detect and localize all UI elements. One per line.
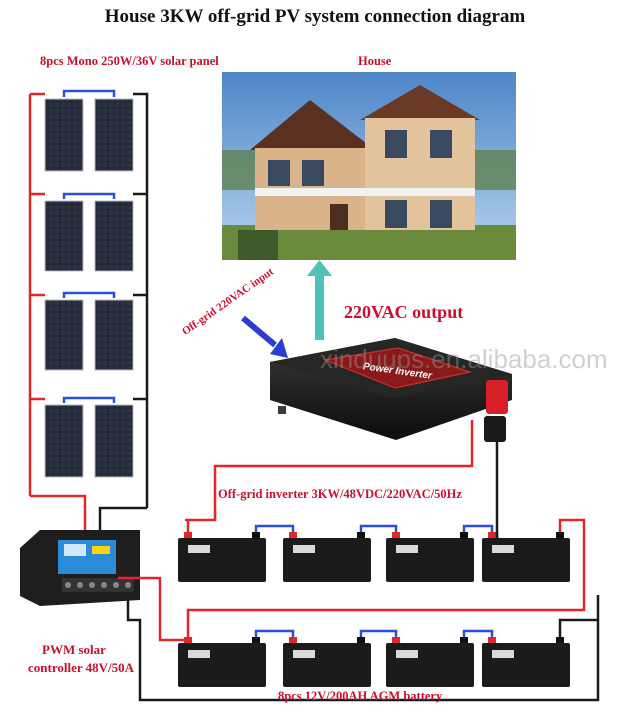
solar-panel [94, 98, 134, 172]
grid-input-arrow [241, 315, 288, 358]
battery-terminal-negative [484, 416, 506, 442]
battery-label: 8pcs 12V/200AH AGM battery [278, 689, 443, 703]
controller-label-line1: PWM solar [42, 642, 106, 657]
charge-controller [20, 530, 140, 606]
solar-panel [44, 299, 84, 371]
watermark: xinduups.en.alibaba.com [320, 344, 608, 374]
controller-battery-positive-cable [118, 576, 185, 642]
solar-panel [94, 200, 134, 272]
battery [283, 637, 371, 687]
page-title: House 3KW off-grid PV system connection … [104, 6, 526, 27]
solar-panel [44, 200, 84, 272]
battery-terminal-positive [486, 380, 508, 414]
battery [482, 637, 570, 687]
solar-array [44, 89, 134, 478]
battery-bank [178, 532, 570, 687]
battery [386, 637, 474, 687]
battery [386, 532, 474, 582]
house-label: House [358, 54, 392, 68]
solar-panel [94, 404, 134, 478]
solar-panel [44, 98, 84, 172]
battery-series-links [186, 518, 598, 637]
output-arrow [307, 260, 332, 340]
battery [178, 532, 266, 582]
battery [482, 532, 570, 582]
controller-battery-negative-cable [126, 595, 600, 702]
controller-label-line2: controller 48V/50A [28, 660, 135, 675]
inverter: Power Inverter [270, 338, 512, 442]
inverter-battery-positive-cable [185, 420, 474, 522]
solar-panel [44, 404, 84, 478]
solar-panel [94, 299, 134, 371]
battery [283, 532, 371, 582]
ac-output-label: 220VAC output [344, 302, 464, 322]
battery [178, 637, 266, 687]
inverter-label: Off-grid inverter 3KW/48VDC/220VAC/50Hz [218, 487, 462, 501]
solar-panels-label: 8pcs Mono 250W/36V solar panel [40, 54, 219, 68]
house-image [222, 72, 516, 260]
